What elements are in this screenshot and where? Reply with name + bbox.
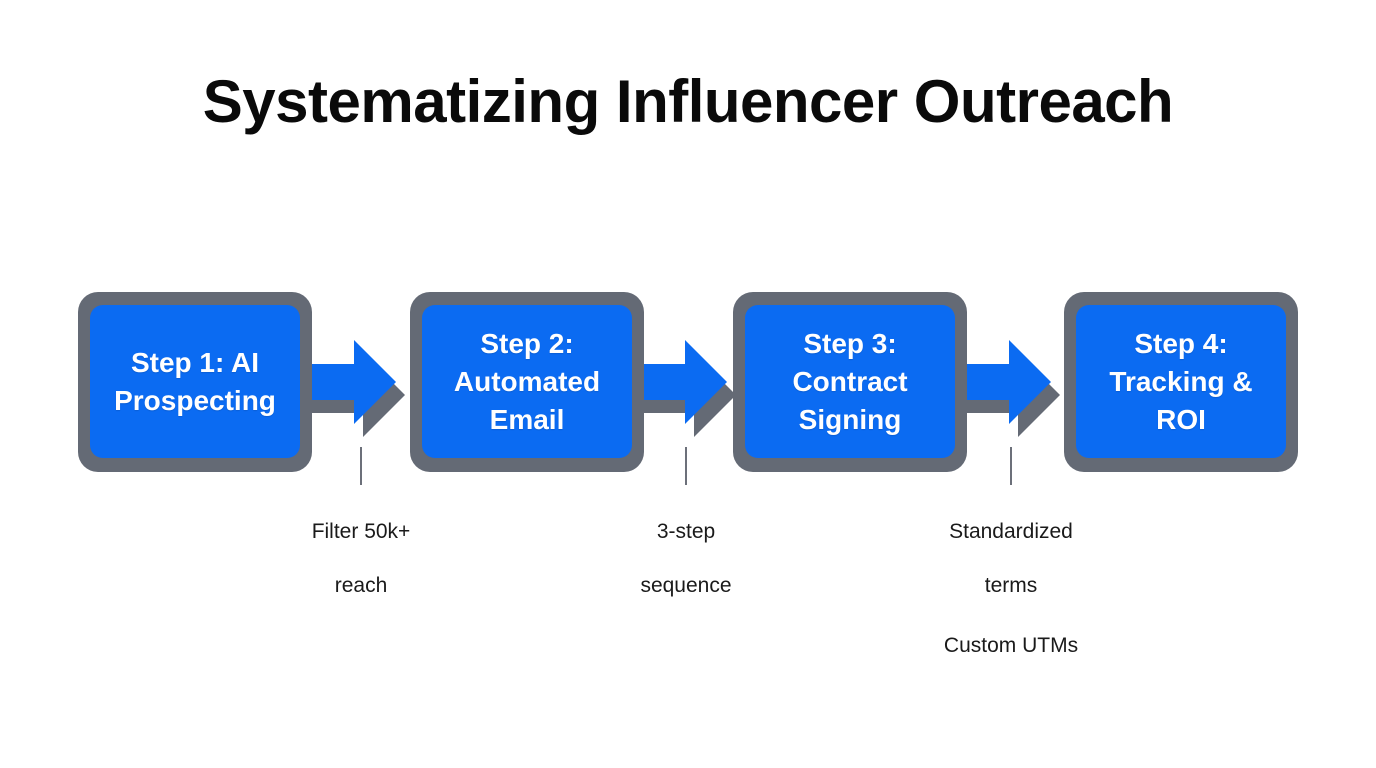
arrow-step3-to-step4 — [951, 332, 1063, 444]
step-box-3-body: Step 3: Contract Signing — [745, 305, 955, 458]
step-box-2-body: Step 2: Automated Email — [422, 305, 632, 458]
annotation-3-line-1: Standardized — [949, 520, 1073, 543]
annotation-2-line-1: 3-step — [656, 520, 716, 543]
step-box-3-label: Step 3: Contract Signing — [792, 327, 908, 435]
connector-line-2 — [685, 447, 687, 485]
connector-line-1 — [360, 447, 362, 485]
step-box-1-body: Step 1: AI Prospecting — [90, 305, 300, 458]
annotation-3-line-3: Custom UTMs — [943, 634, 1079, 657]
page-title: Systematizing Influencer Outreach — [202, 68, 1174, 135]
annotation-3: Standardized terms Custom UTMs — [911, 491, 1111, 686]
step-box-4-label: Step 4: Tracking & ROI — [1109, 327, 1253, 435]
step-box-3[interactable]: Step 3: Contract Signing — [733, 292, 967, 472]
connector-line-3 — [1010, 447, 1012, 485]
annotation-1-line-2: reach — [334, 574, 388, 597]
step-box-2-label: Step 2: Automated Email — [453, 327, 601, 435]
annotation-3-line-2: terms — [984, 574, 1038, 597]
annotation-2-line-2: sequence — [640, 574, 732, 597]
step-box-2[interactable]: Step 2: Automated Email — [410, 292, 644, 472]
annotation-2: 3-step sequence — [586, 491, 786, 626]
annotation-1-line-1: Filter 50k+ — [311, 520, 411, 543]
step-box-4[interactable]: Step 4: Tracking & ROI — [1064, 292, 1298, 472]
annotation-1: Filter 50k+ reach — [261, 491, 461, 626]
step-box-1[interactable]: Step 1: AI Prospecting — [78, 292, 312, 472]
step-box-4-body: Step 4: Tracking & ROI — [1076, 305, 1286, 458]
step-box-1-label: Step 1: AI Prospecting — [114, 346, 276, 416]
arrow-step2-to-step3 — [627, 332, 739, 444]
arrow-step1-to-step2 — [296, 332, 408, 444]
